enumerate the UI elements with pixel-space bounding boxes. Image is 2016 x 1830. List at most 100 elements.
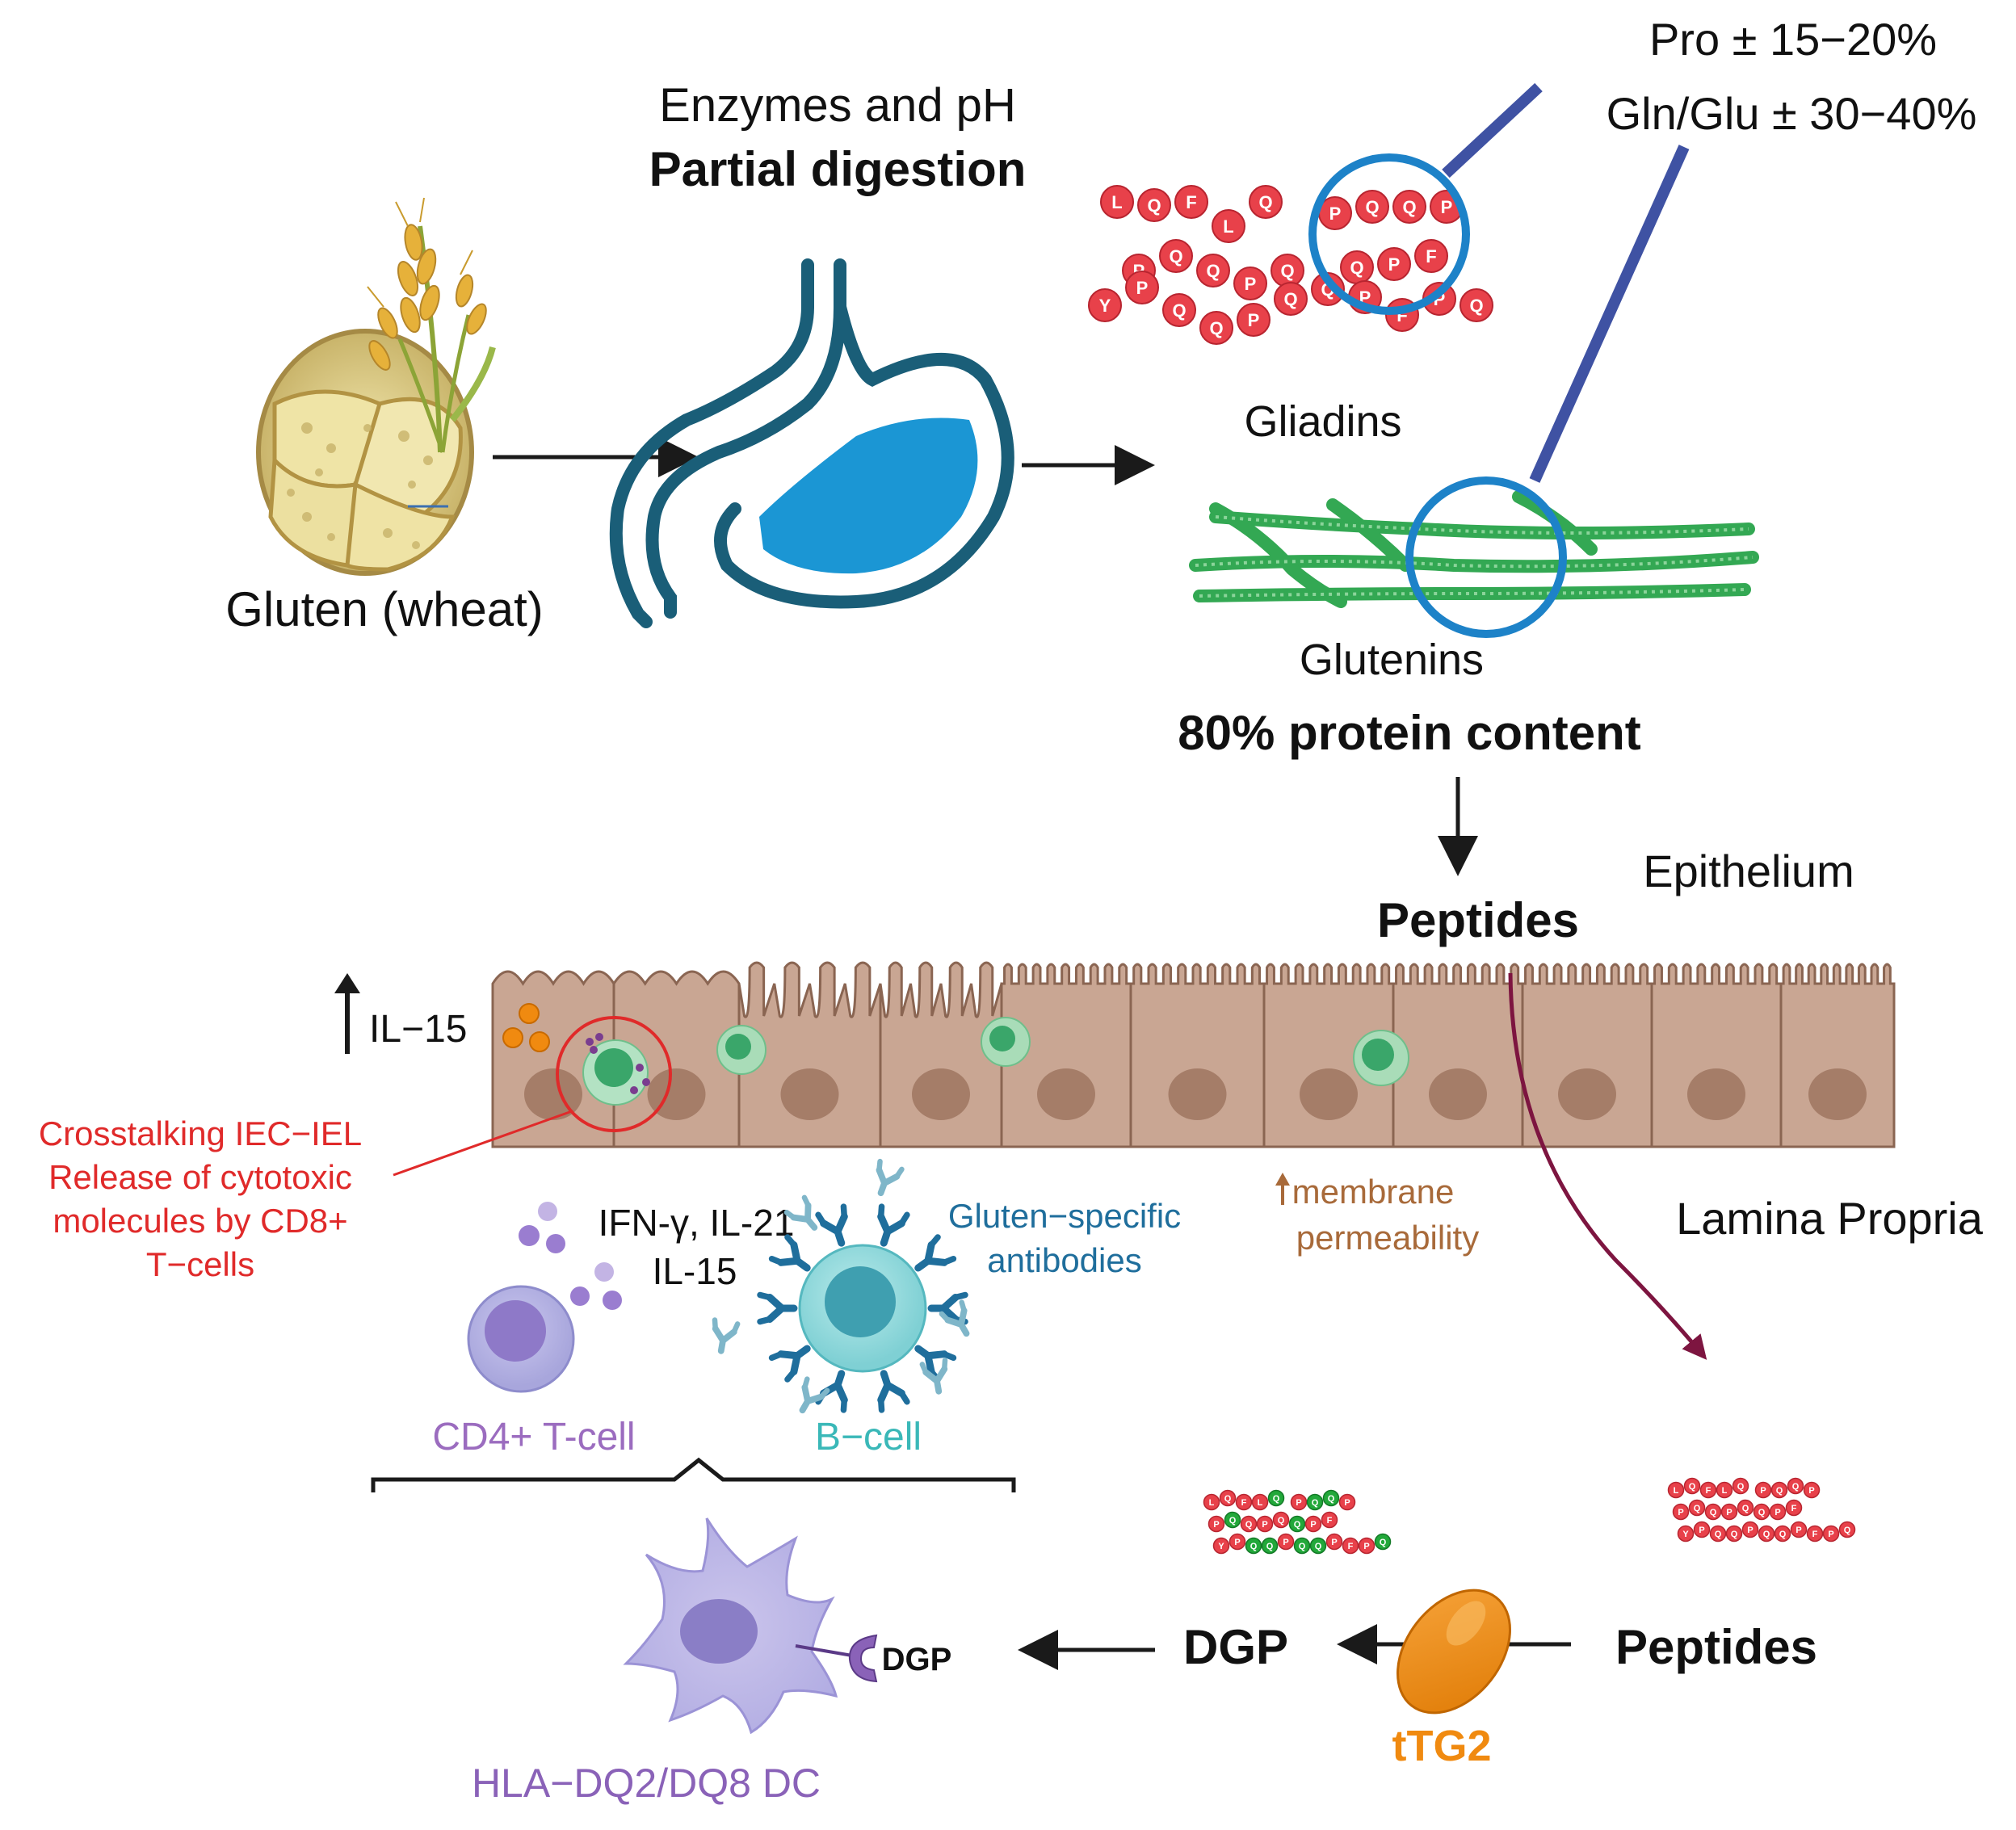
- gliadin-residue-letter: Y: [1099, 296, 1111, 316]
- gliadins-label: Gliadins: [1244, 397, 1401, 446]
- peptide-residue: Q: [1725, 1525, 1743, 1542]
- peptide-residue-letter: L: [1209, 1498, 1215, 1508]
- peptide-residue-letter: Y: [1682, 1530, 1689, 1539]
- peptide-residue-letter: Q: [1250, 1542, 1258, 1551]
- peptide-residue: Q: [1770, 1481, 1788, 1499]
- peptide-residue-letter: P: [1296, 1498, 1301, 1508]
- gliadin-residue: Q: [1460, 288, 1493, 322]
- antibody-icon: [768, 1234, 811, 1272]
- glutenins-label: Glutenins: [1300, 636, 1484, 684]
- peptide-residue: P: [1803, 1481, 1821, 1499]
- peptide-residue-letter: Q: [1844, 1526, 1851, 1535]
- antibody-icon: [783, 1194, 818, 1231]
- peptide-translocation-arrow: [1508, 972, 1707, 1360]
- epithelial-cell: [1262, 963, 1395, 1148]
- peptide-residue: P: [1769, 1503, 1787, 1521]
- lamina-propria-label: Lamina Propria: [1676, 1193, 1984, 1244]
- cell-nucleus: [912, 1068, 970, 1120]
- antibody-icon: [768, 1345, 811, 1383]
- peptide-residue: Y: [1212, 1537, 1230, 1555]
- ttg2-label: tTG2: [1392, 1722, 1491, 1770]
- iel-cell: [716, 1025, 766, 1075]
- gliadin-residue-letter: Q: [1209, 318, 1223, 338]
- peptide-residue-letter: Q: [1694, 1504, 1701, 1513]
- gliadin-residue-letter: Q: [1147, 195, 1161, 216]
- cell-nucleus: [1558, 1068, 1616, 1120]
- peptide-residue: P: [1720, 1503, 1738, 1521]
- peptide-residue-letter: P: [1796, 1526, 1801, 1535]
- gliadin-residue-letter: Q: [1350, 258, 1363, 278]
- gliadin-residue-letter: P: [1329, 204, 1342, 224]
- peptide-residue-letter: L: [1722, 1486, 1728, 1496]
- gliadin-residue: Q: [1199, 311, 1233, 345]
- peptide-residue-letter: Q: [1224, 1494, 1232, 1504]
- peptide-residue-letter: Q: [1792, 1482, 1800, 1492]
- gliadin-highlight-circle: [1308, 153, 1470, 315]
- gliadin-residue: L: [1100, 185, 1134, 219]
- peptide-residue: P: [1290, 1493, 1308, 1511]
- peptide-residue-letter: Q: [1715, 1530, 1722, 1539]
- glutenin-fibers: [1189, 490, 1759, 608]
- antibody-icon: [876, 1158, 905, 1197]
- peptide-residue-letter: Y: [1218, 1542, 1224, 1551]
- gliadin-residue-letter: Q: [1169, 246, 1182, 267]
- peptide-residue: P: [1790, 1521, 1808, 1538]
- gliadin-residue: Q: [1137, 188, 1171, 222]
- peptide-residue: P: [1304, 1515, 1322, 1533]
- gliadin-residue-letter: Q: [1402, 197, 1416, 217]
- antibody-icon: [799, 1376, 830, 1414]
- peptide-residue: Q: [1245, 1537, 1262, 1555]
- gliadin-residue-letter: P: [1248, 310, 1260, 330]
- epithelial-cell: [1000, 963, 1132, 1148]
- peptide-residue-letter: P: [1262, 1520, 1267, 1530]
- pro-callout-line: [1442, 82, 1543, 178]
- gliadin-residue: P: [1318, 196, 1352, 230]
- cytokines-line-2: IL-15: [653, 1250, 737, 1292]
- peptide-residue: P: [1256, 1515, 1274, 1533]
- peptide-residue: Q: [1374, 1533, 1392, 1551]
- peptide-residue: F: [1785, 1499, 1803, 1517]
- peptide-residue-letter: L: [1258, 1498, 1263, 1508]
- antibody-icon: [919, 1358, 948, 1395]
- peptide-residue-letter: P: [1760, 1486, 1766, 1496]
- gliadin-residue-letter: F: [1186, 192, 1196, 212]
- bcell-label: B−cell: [815, 1416, 922, 1459]
- peptide-residue: P: [1228, 1533, 1246, 1551]
- epithelium-layer: [491, 961, 1896, 1148]
- peptide-residue: P: [1693, 1521, 1711, 1538]
- gliadin-residue: Q: [1162, 293, 1196, 327]
- peptide-residue: Q: [1704, 1503, 1722, 1521]
- antibodies-line-1: Gluten−specific: [948, 1197, 1181, 1235]
- peptide-residue: Q: [1683, 1477, 1701, 1495]
- gliadin-residue-letter: P: [1245, 274, 1257, 294]
- peptide-residue: P: [1325, 1533, 1343, 1551]
- antibody-icon: [914, 1234, 957, 1272]
- peptide-residue-letter: P: [1331, 1538, 1337, 1547]
- gliadin-residue-letter: Q: [1280, 261, 1294, 281]
- peptide-residue-letter: P: [1283, 1538, 1288, 1547]
- ttg2-enzyme-icon: [1396, 1589, 1511, 1715]
- peptide-residue-letter: Q: [1294, 1520, 1301, 1530]
- cell-nucleus: [647, 1068, 706, 1120]
- gliadin-residue: Q: [1340, 250, 1374, 284]
- peptide-residue-letter: Q: [1779, 1530, 1787, 1539]
- peptide-residue: Q: [1288, 1515, 1306, 1533]
- peptide-residue: Q: [1787, 1477, 1804, 1495]
- peptide-residue: P: [1822, 1525, 1840, 1542]
- gliadin-residue-letter: P: [1388, 254, 1401, 275]
- peptide-residue: F: [1806, 1525, 1824, 1542]
- peptide-residue: L: [1667, 1481, 1685, 1499]
- wheat-grain-illustration: [256, 329, 474, 576]
- peptide-residue-letter: P: [1234, 1538, 1240, 1547]
- cell-nucleus: [1687, 1068, 1745, 1120]
- gliadin-residue: P: [1237, 303, 1270, 337]
- peptide-residue: P: [1208, 1515, 1225, 1533]
- peptide-residue: Q: [1267, 1489, 1285, 1507]
- il15-up-arrow: [334, 973, 360, 1054]
- gliadin-residue: P: [1125, 271, 1159, 304]
- peptide-residue-letter: Q: [1229, 1516, 1237, 1526]
- peptide-residue: Q: [1838, 1521, 1856, 1538]
- peptide-residue: F: [1235, 1493, 1253, 1511]
- gliadin-residue-letter: P: [1441, 197, 1453, 217]
- gliadin-residue-letter: Q: [1258, 192, 1272, 212]
